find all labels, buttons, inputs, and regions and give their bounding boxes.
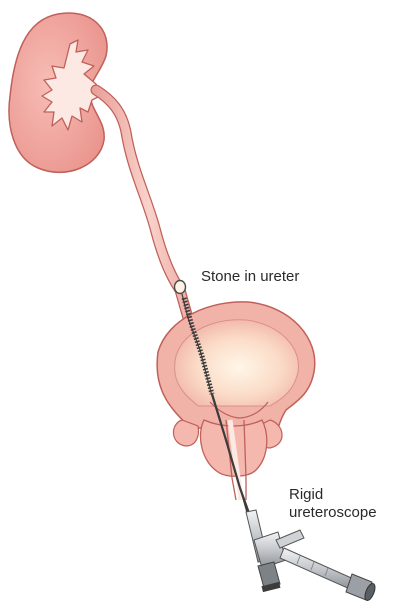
stone bbox=[175, 281, 186, 294]
ureteroscope-label-line2: ureteroscope bbox=[289, 504, 377, 521]
scope-side-port bbox=[276, 530, 304, 548]
ureteroscope-label: Rigid ureteroscope bbox=[289, 486, 393, 522]
ureter bbox=[96, 90, 202, 336]
ureteroscope bbox=[246, 510, 377, 602]
ureter-lumen bbox=[96, 90, 202, 336]
ureteroscope-label-line1: Rigid bbox=[289, 486, 323, 503]
stone-label: Stone in ureter bbox=[201, 268, 299, 286]
scope-optic-tube bbox=[280, 548, 356, 590]
stone-shape bbox=[175, 281, 186, 294]
